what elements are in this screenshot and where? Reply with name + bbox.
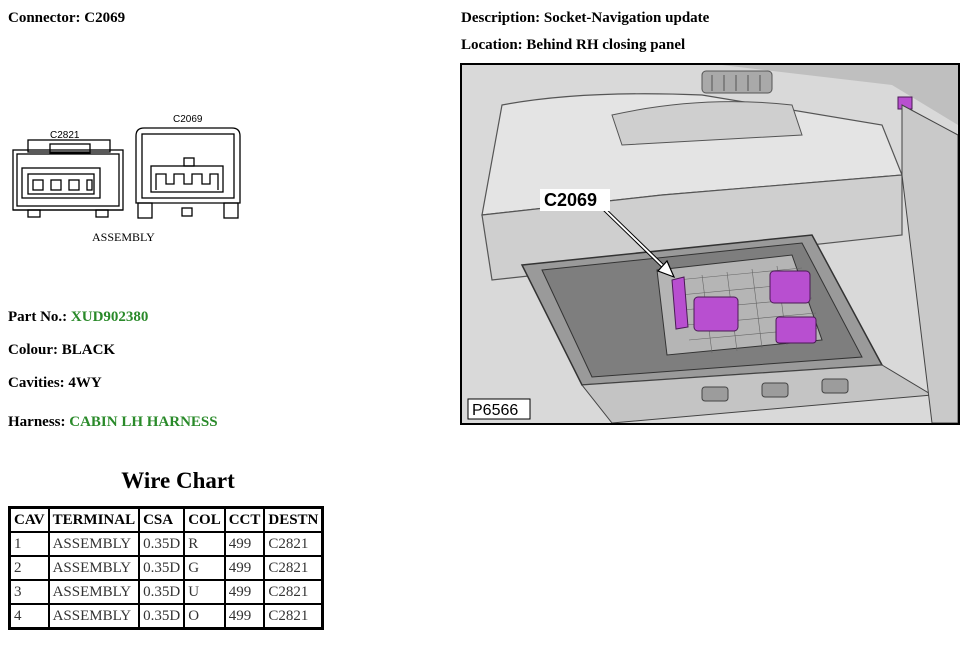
wire-chart-title: Wire Chart (121, 468, 235, 493)
part-no-label: Part No.: (8, 309, 68, 325)
colour-line: Colour: BLACK (8, 342, 115, 359)
cell-col: R (183, 531, 226, 557)
cell-csa: 0.35D (138, 603, 186, 630)
part-no-link[interactable]: XUD902380 (70, 309, 149, 325)
cell-terminal: ASSEMBLY (47, 603, 141, 630)
part-no-line: Part No.: XUD902380 (8, 309, 148, 326)
location-value: Behind RH closing panel (526, 37, 686, 53)
callout-label: C2069 (544, 190, 597, 210)
colour-label: Colour: (8, 342, 58, 358)
assembly-label: ASSEMBLY (92, 230, 155, 244)
colour-value: BLACK (61, 342, 116, 358)
cell-destn: C2821 (263, 579, 324, 605)
cell-destn: C2821 (263, 531, 324, 557)
header-cav: CAV (8, 506, 50, 533)
header-col: COL (183, 506, 226, 533)
description-label: Description: (461, 10, 541, 26)
connector-value: C2069 (84, 10, 126, 26)
cell-cav: 3 (8, 579, 50, 605)
cell-terminal: ASSEMBLY (47, 579, 141, 605)
cell-terminal: ASSEMBLY (47, 531, 141, 557)
cell-cct: 499 (223, 579, 266, 605)
cell-cav: 4 (8, 603, 50, 630)
header-csa: CSA (138, 506, 186, 533)
cavities-label: Cavities: (8, 375, 65, 391)
cell-col: O (183, 603, 226, 630)
cavities-value: 4WY (68, 375, 102, 391)
header-cct: CCT (223, 506, 266, 533)
table-row: 1 ASSEMBLY 0.35D R 499 C2821 (8, 531, 324, 557)
cell-cav: 2 (8, 555, 50, 581)
cell-csa: 0.35D (138, 579, 186, 605)
right-connector-label: C2069 (173, 114, 203, 125)
location-label: Location: (461, 37, 523, 53)
cell-cct: 499 (223, 555, 266, 581)
cell-destn: C2821 (263, 603, 324, 630)
cell-col: G (183, 555, 226, 581)
cell-cct: 499 (223, 603, 266, 630)
highlighted-connectors (671, 96, 951, 376)
location-line: Location: Behind RH closing panel (461, 37, 685, 54)
table-row: 2 ASSEMBLY 0.35D G 499 C2821 (8, 555, 324, 581)
cell-destn: C2821 (263, 555, 324, 581)
cell-terminal: ASSEMBLY (47, 555, 141, 581)
figure-id: P6566 (472, 402, 518, 419)
connector-drawing: C2821 C2069 ASSEMBLY (8, 108, 253, 248)
connector-label: Connector: (8, 10, 81, 26)
connector-line: Connector: C2069 (8, 10, 125, 27)
cavities-line: Cavities: 4WY (8, 375, 102, 392)
cell-cav: 1 (8, 531, 50, 557)
header-terminal: TERMINAL (47, 506, 141, 533)
harness-link[interactable]: CABIN LH HARNESS (69, 414, 218, 430)
table-row: 3 ASSEMBLY 0.35D U 499 C2821 (8, 579, 324, 605)
wire-chart-header-row: CAV TERMINAL CSA COL CCT DESTN (8, 506, 324, 533)
description-line: Description: Socket-Navigation update (461, 10, 709, 27)
harness-line: Harness: CABIN LH HARNESS (8, 414, 218, 431)
cell-cct: 499 (223, 531, 266, 557)
cell-csa: 0.35D (138, 555, 186, 581)
harness-label: Harness: (8, 414, 66, 430)
left-connector-label: C2821 (50, 130, 80, 141)
description-value: Socket-Navigation update (543, 10, 710, 26)
wire-chart-table: CAV TERMINAL CSA COL CCT DESTN 1 ASSEMBL… (8, 506, 325, 630)
cell-col: U (183, 579, 226, 605)
location-illustration: C2069 P6566 (460, 63, 960, 425)
cell-csa: 0.35D (138, 531, 186, 557)
header-destn: DESTN (263, 506, 324, 533)
table-row: 4 ASSEMBLY 0.35D O 499 C2821 (8, 603, 324, 630)
